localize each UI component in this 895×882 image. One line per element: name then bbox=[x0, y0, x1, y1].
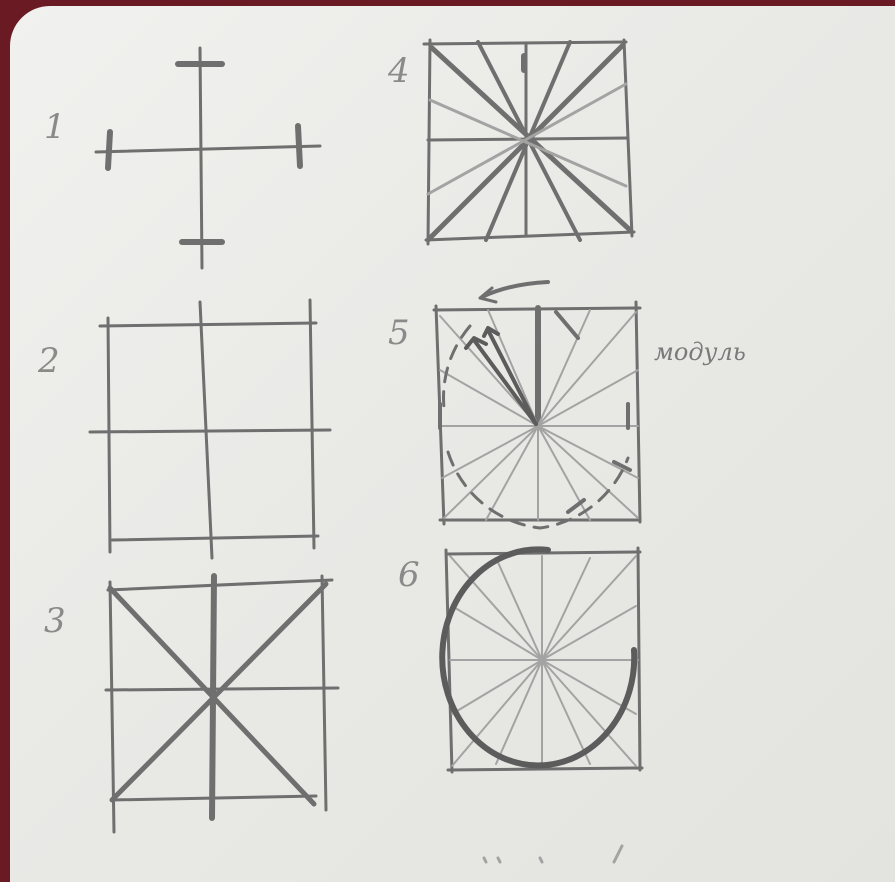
figure-6: 6 bbox=[398, 546, 644, 774]
figure-5-arrows bbox=[464, 326, 538, 426]
figure-2-number: 2 bbox=[37, 341, 60, 381]
figure-4: 4 bbox=[387, 38, 636, 246]
module-annotation: модуль bbox=[654, 338, 746, 366]
figure-3-number: 3 bbox=[44, 601, 66, 641]
figure-2-square bbox=[88, 298, 332, 560]
figure-4-number: 4 bbox=[387, 51, 410, 91]
bottom-marks bbox=[482, 844, 624, 864]
figure-6-number: 6 bbox=[398, 555, 420, 595]
figure-1: 1 bbox=[44, 46, 322, 270]
figure-5-ticks bbox=[438, 310, 632, 514]
figure-2: 2 bbox=[37, 298, 332, 560]
figure-3: 3 bbox=[44, 573, 340, 834]
figure-5: 5 модуль bbox=[388, 280, 746, 530]
figure-1-number: 1 bbox=[44, 107, 66, 147]
figure-5-number: 5 bbox=[388, 313, 410, 353]
figure-3-square bbox=[104, 573, 340, 834]
figure-6-radials bbox=[449, 555, 639, 767]
figure-6-square bbox=[444, 546, 644, 774]
figure-5-dashed-arc bbox=[442, 324, 630, 530]
figure-4-square bbox=[422, 38, 636, 246]
figure-1-cross bbox=[94, 46, 322, 270]
figure-5-square bbox=[432, 280, 642, 526]
figure-6-circle bbox=[439, 546, 638, 769]
